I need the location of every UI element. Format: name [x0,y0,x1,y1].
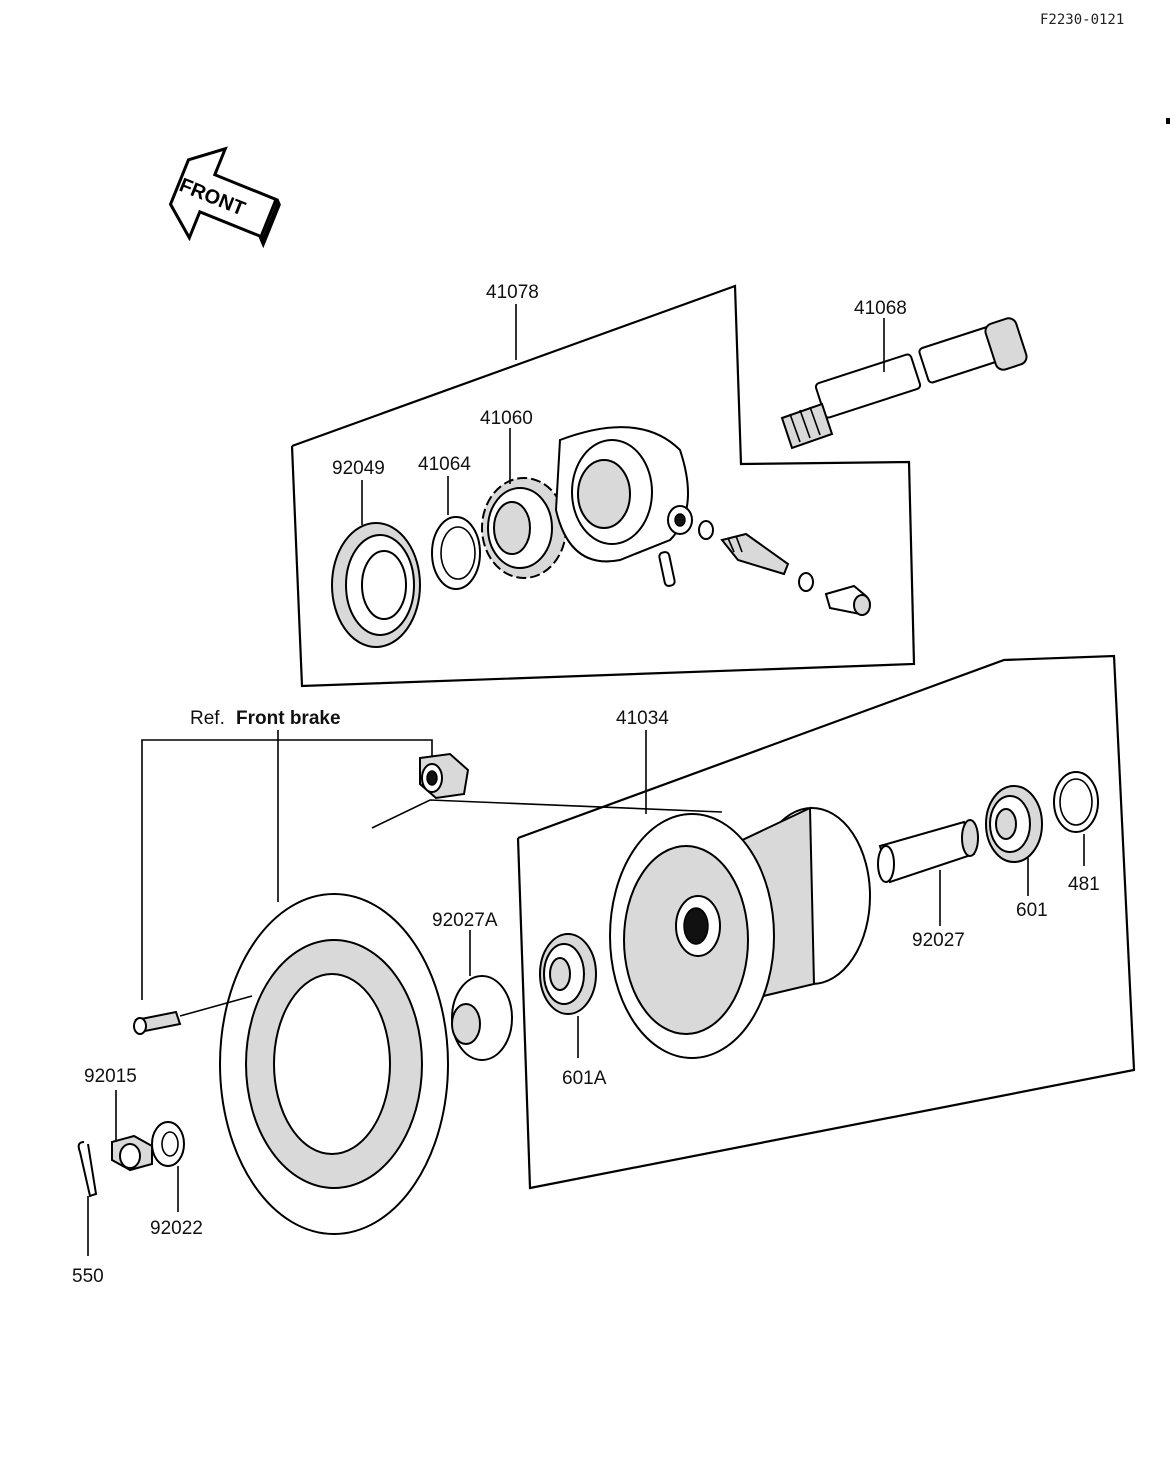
retainer-plate-41064 [431,516,481,590]
circlip-481 [1053,771,1099,833]
figure-id: F2230-0121 [1040,12,1124,28]
label-92022: 92022 [150,1218,203,1239]
label-601A: 601A [562,1068,607,1089]
reference-name: Front brake [236,708,341,729]
label-550: 550 [72,1266,104,1287]
bearing-601A [539,933,597,1015]
washer-92022 [151,1121,185,1167]
label-92049: 92049 [332,458,385,479]
bushing [824,584,871,616]
label-41064: 41064 [418,454,471,475]
reference-leader-nut [371,799,723,829]
gear-housing [554,426,693,563]
washer-small-2 [798,572,814,592]
reference-prefix: Ref. [190,708,225,729]
cotter-pin-550 [77,1141,98,1198]
label-41060: 41060 [480,408,533,429]
spacer-92027 [877,819,979,884]
bearing-601 [985,785,1043,863]
pinion-shaft [720,532,790,576]
kit-outline-41034 [516,654,1136,1190]
flange-nut [419,752,470,800]
label-601: 601 [1016,900,1048,921]
speedometer-gear-41060 [481,477,567,579]
label-41078: 41078 [486,282,539,303]
label-92027: 92027 [912,930,965,951]
wheel-hub [609,806,871,1059]
margin-mark [1166,118,1170,124]
reference-bracket [141,739,433,1000]
front-direction-arrow: FRONT [168,146,281,249]
kit-outline-41078 [290,284,916,688]
disc-bolt [133,1010,182,1035]
label-481: 481 [1068,874,1100,895]
washer-small [698,520,714,540]
label-92015: 92015 [84,1066,137,1087]
axle-41068 [780,317,1028,450]
oil-seal-92049 [331,522,421,648]
dowel-pin [658,551,676,587]
label-92027A: 92027A [432,910,498,931]
castle-nut-92015 [111,1134,153,1172]
collar-92027A [451,975,513,1061]
label-41034: 41034 [616,708,669,729]
disc-bolt-leader [179,995,253,1017]
brake-disc [219,893,449,1235]
label-41068: 41068 [854,298,907,319]
